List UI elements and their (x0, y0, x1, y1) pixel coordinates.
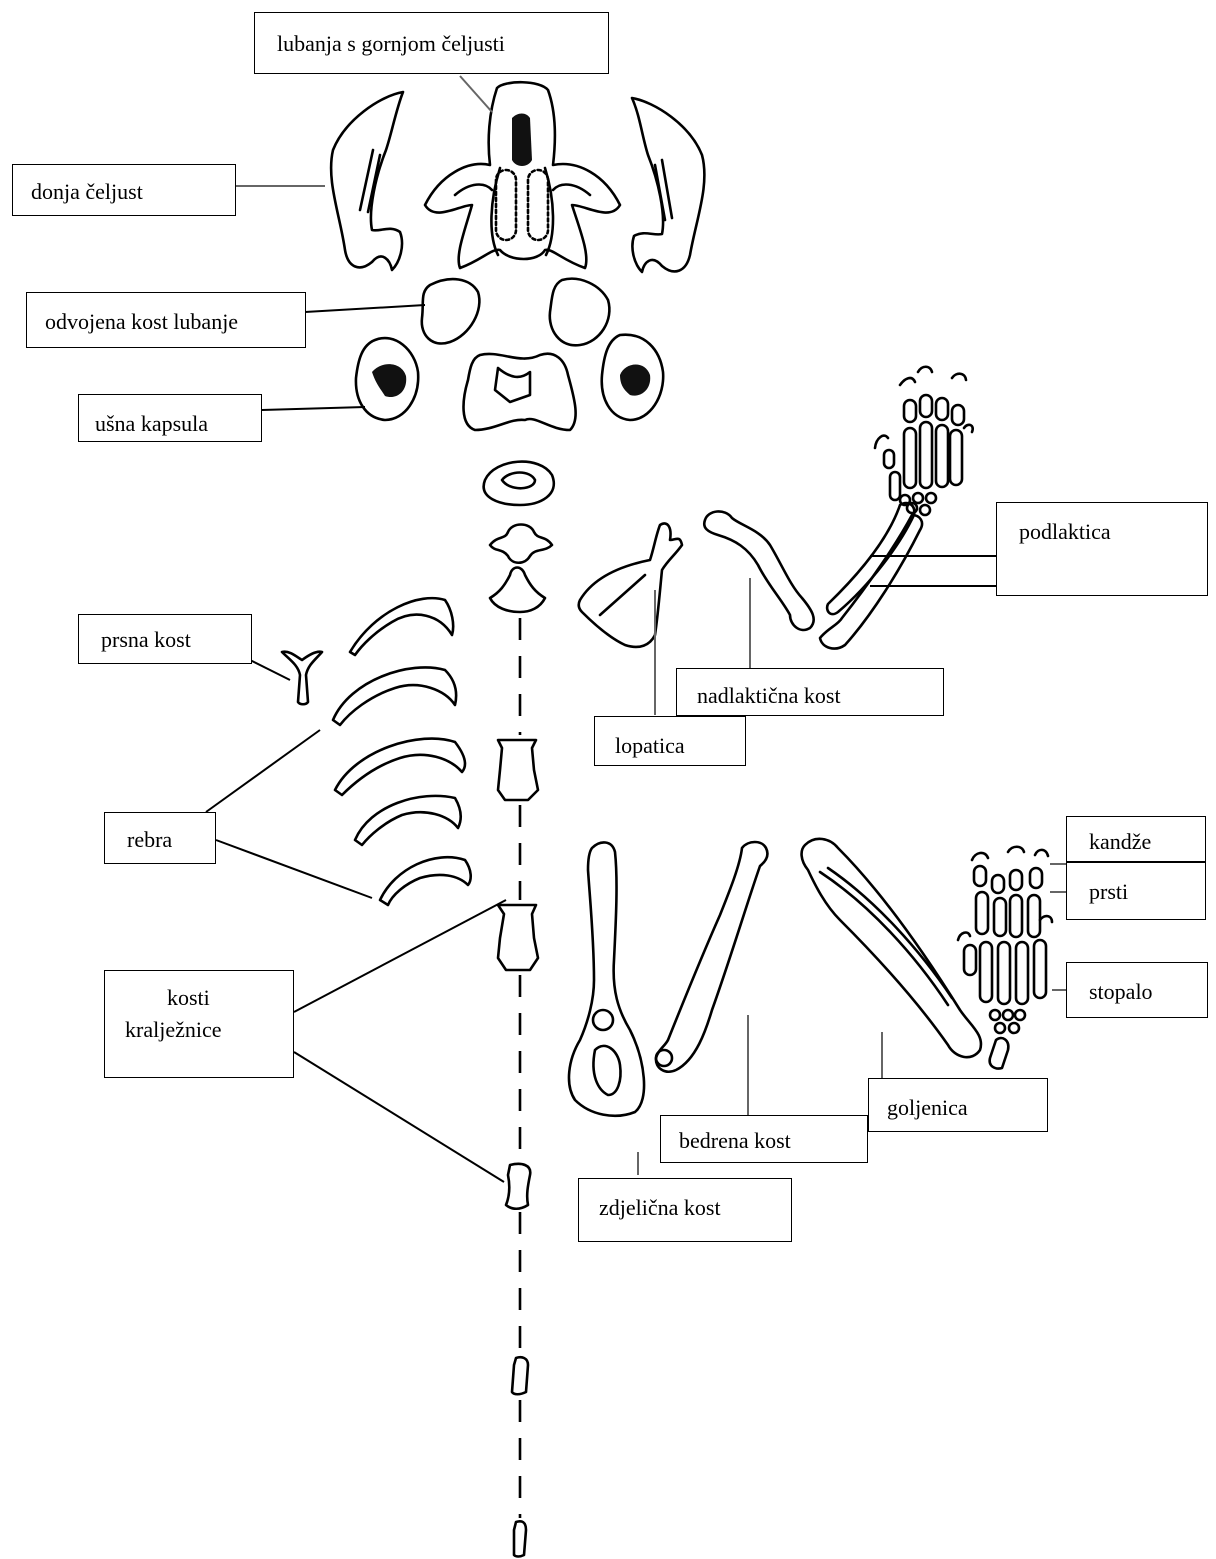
thigh-bone-head (656, 1050, 672, 1066)
leader-lines (206, 76, 1066, 1182)
label-foot-text: stopalo (1089, 979, 1153, 1005)
detached-skull-bone-right (550, 279, 610, 346)
label-thigh: bedrena kost (660, 1115, 868, 1163)
label-spine-text-line1: kosti (167, 985, 210, 1011)
shin-bones (802, 839, 981, 1057)
label-lower-jaw: donja čeljust (12, 164, 236, 216)
thigh-bone (656, 842, 768, 1072)
ribs (333, 598, 471, 905)
label-forearm: podlaktica (996, 502, 1208, 596)
label-ribs: rebra (104, 812, 216, 864)
vertebrae (484, 462, 554, 1557)
label-skull-text: lubanja s gornjom čeljusti (277, 31, 505, 57)
label-spine-text-line2: kralježnice (125, 1017, 222, 1043)
label-shin-text: goljenica (887, 1095, 968, 1121)
occipital-bone (464, 354, 576, 430)
hind-foot (958, 847, 1052, 1069)
label-detached-skull-bone-text: odvojena kost lubanje (45, 309, 238, 335)
label-claws: kandže (1066, 816, 1206, 862)
label-ear-capsule-text: ušna kapsula (95, 411, 208, 437)
label-detached-skull-bone: odvojena kost lubanje (26, 292, 306, 348)
ear-capsule-left (356, 338, 418, 420)
label-toes: prsti (1066, 862, 1206, 920)
label-breastbone: prsna kost (78, 614, 252, 664)
label-toes-text: prsti (1089, 879, 1128, 905)
label-skull: lubanja s gornjom čeljusti (254, 12, 609, 74)
label-upper-arm-text: nadlaktična kost (697, 683, 841, 709)
label-pelvis-text: zdjelična kost (599, 1195, 721, 1221)
label-forearm-text: podlaktica (1019, 519, 1111, 545)
pelvis (569, 842, 644, 1115)
skull-with-upper-jaw (425, 82, 620, 268)
label-ear-capsule: ušna kapsula (78, 394, 262, 442)
lower-jaw-left (331, 92, 403, 270)
detached-skull-bone-left (422, 279, 480, 343)
label-shoulder-blade: lopatica (594, 716, 746, 766)
label-thigh-text: bedrena kost (679, 1128, 791, 1154)
lower-jaw-right (632, 98, 704, 272)
ear-capsule-right (602, 335, 663, 420)
label-shoulder-blade-text: lopatica (615, 733, 685, 759)
label-lower-jaw-text: donja čeljust (31, 179, 143, 205)
label-spine: kosti kralježnice (104, 970, 294, 1078)
label-pelvis: zdjelična kost (578, 1178, 792, 1242)
front-paw (875, 367, 973, 515)
shoulder-blade-ridge (600, 575, 645, 615)
forearm-bones (820, 503, 922, 648)
shoulder-blade (579, 523, 682, 646)
upper-arm-bone (704, 511, 813, 630)
label-claws-text: kandže (1089, 829, 1151, 855)
label-foot: stopalo (1066, 962, 1208, 1018)
label-upper-arm: nadlaktična kost (676, 668, 944, 716)
label-ribs-text: rebra (127, 827, 172, 853)
label-shin: goljenica (868, 1078, 1048, 1132)
label-breastbone-text: prsna kost (101, 627, 191, 653)
